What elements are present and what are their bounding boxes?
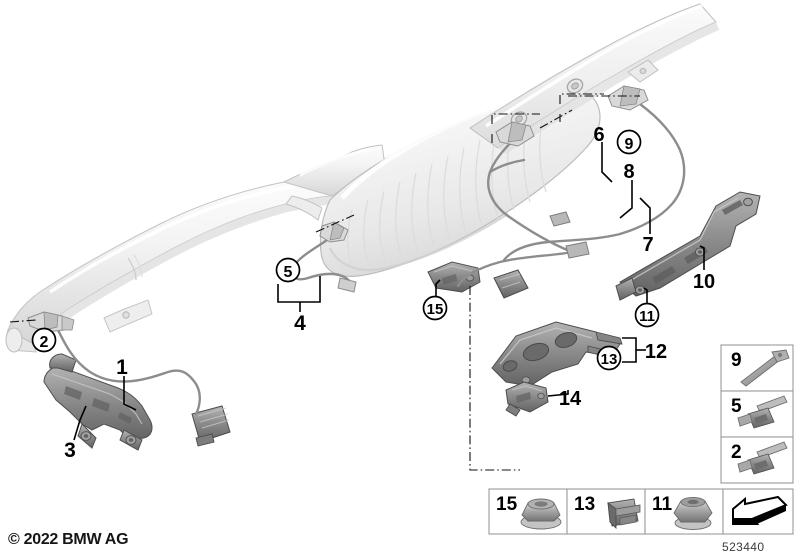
cable-tie-icon [740,349,790,387]
leader-14 [547,390,569,397]
small-bracket-14 [505,381,549,417]
harness-cable-4 [290,236,352,290]
install-axis-14 [469,286,520,471]
callout-13-circled: 13 [596,345,622,371]
legend-number-5: 5 [731,396,742,417]
cable-inline-clip-a [549,211,571,227]
legend-box-2: 2 [720,436,794,484]
rear-tailpipe [469,3,719,154]
legend-box-9: 9 [720,344,794,392]
circled-callouts: 2 5 9 11 13 15 [31,129,660,371]
leader-6 [601,142,613,183]
harness-cable-1 [54,324,201,416]
svg-text:13: 13 [601,351,618,368]
diagram-part-number: 523440 [722,540,765,554]
direction-arrow-icon [732,495,788,525]
callout-1: 1 [116,356,128,379]
leader-8 [619,180,633,219]
callout-labels: 1 3 4 6 7 8 10 12 14 [64,124,715,462]
callout-2-circled: 2 [31,327,57,353]
legend-box-11: 11 [644,488,724,535]
leader-1 [123,376,137,411]
hex-nut-icon [673,496,713,530]
callout-11-circled: 11 [634,302,660,328]
callout-5-circled: 5 [275,257,301,283]
copyright-notice: © 2022 BMW AG [8,531,129,548]
sensor-connector-module [191,405,231,447]
leader-11 [643,287,648,304]
bracket-15 [427,261,481,293]
legend-number-13: 13 [574,494,595,515]
svg-text:5: 5 [284,264,293,281]
legend-box-15: 15 [488,488,568,535]
callout-14: 14 [559,388,582,410]
leader-3 [73,405,87,441]
install-axis-sensor-a [539,109,573,129]
callout-8: 8 [623,161,634,183]
oxygen-sensor-upper-a [495,121,535,147]
callout-12: 12 [645,341,667,363]
legend-box-arrow [722,488,794,535]
install-axis-mid-sensor [315,214,355,233]
sensor-clip-icon-5 [737,395,788,429]
group-bracket-4 [277,276,321,303]
callout-6: 6 [593,124,604,146]
spring-clip-icon [607,498,641,530]
leader-10 [699,245,705,270]
install-axis-left-sensor [9,319,37,323]
legend-box-5: 5 [720,390,794,438]
cable-end-connector-4 [337,277,357,293]
oxygen-sensor-left [27,311,75,333]
legend-number-15: 15 [496,494,518,515]
legend-box-13: 13 [566,488,646,535]
callout-15-circled: 15 [422,295,448,321]
legend-number-2: 2 [731,442,742,463]
harness-cable-9 [502,232,622,262]
callout-9-circled: 9 [616,129,642,155]
callout-4: 4 [294,312,306,335]
legend-number-9: 9 [731,350,742,371]
harness-cable-6 [487,126,574,254]
svg-text:11: 11 [639,308,655,325]
svg-text:9: 9 [625,136,634,153]
left-mounting-bracket [43,353,153,451]
callout-7: 7 [642,234,653,256]
sensor-clip-icon-2 [737,441,788,475]
harness-cable-7 [618,102,686,236]
flange-nut-icon [520,498,562,530]
svg-text:2: 2 [40,334,49,351]
leader-15 [435,279,441,298]
harness-branch-a [488,158,526,174]
svg-text:15: 15 [427,301,444,318]
cable-clamp-block [493,269,529,299]
callout-3: 3 [64,439,76,462]
legend-number-11: 11 [652,494,673,515]
callout-10: 10 [693,271,715,293]
cable-inline-clip-b [565,241,590,259]
harness-cable-8 [456,250,574,288]
leader-7 [639,197,651,234]
